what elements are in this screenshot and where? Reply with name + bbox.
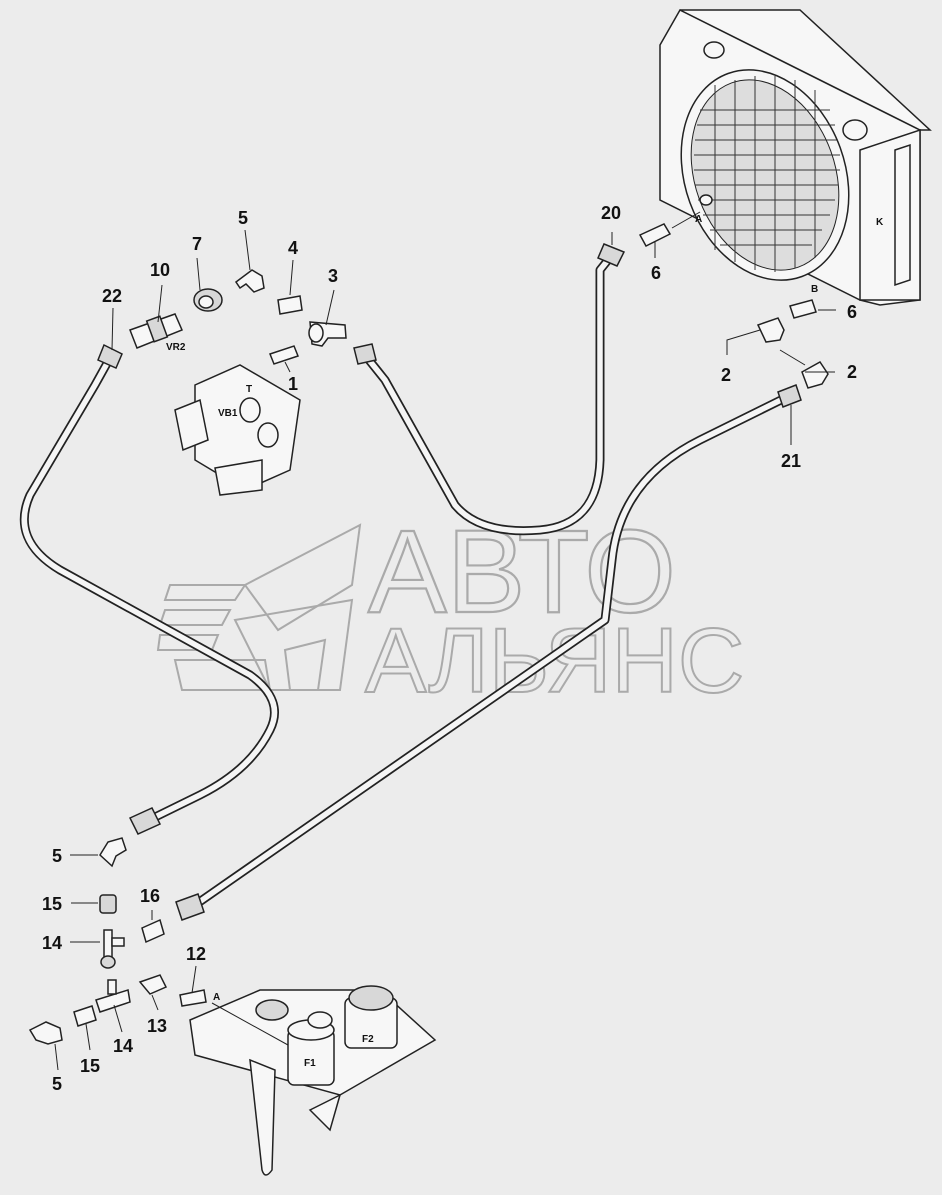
fitting-6-top [638, 223, 672, 247]
radiator-port-b-label: B [811, 284, 818, 295]
callout-5-top: 5 [238, 208, 248, 228]
callout-2-right: 2 [847, 362, 857, 382]
vb1-label: VB1 [218, 408, 238, 419]
callout-5-mid: 5 [52, 846, 62, 866]
fitting-5-bottom [28, 1021, 63, 1045]
fitting-7 [193, 288, 223, 312]
leader-lines [54, 211, 836, 1071]
radiator: K A B [659, 9, 932, 306]
callout-20: 20 [601, 203, 621, 223]
fitting-15-upper [99, 894, 117, 914]
tank-assembly: F1 F2 A [189, 985, 437, 1176]
callout-2-left: 2 [721, 365, 731, 385]
watermark-logo [156, 523, 362, 691]
hose-21 [175, 384, 802, 921]
vb1-port-t-label: T [246, 384, 252, 395]
fitting-4 [277, 295, 303, 315]
callout-15-upper: 15 [42, 894, 62, 914]
fitting-6-right [789, 299, 817, 319]
watermark-line2: АЛЬЯНС [365, 610, 744, 712]
callout-7: 7 [192, 234, 202, 254]
hose-20 [353, 243, 626, 536]
radiator-port-a-label: A [695, 214, 702, 225]
callout-22: 22 [102, 286, 122, 306]
vr2-label: VR2 [166, 342, 186, 353]
callout-4: 4 [288, 238, 298, 258]
callout-6-top: 6 [651, 263, 661, 283]
fitting-14-upper [100, 929, 125, 969]
fitting-3 [308, 321, 347, 347]
valve-block-vb1: VB1 T [174, 364, 301, 496]
callout-21: 21 [781, 451, 801, 471]
fitting-vr2: VR2 [129, 313, 186, 353]
callout-1: 1 [288, 374, 298, 394]
callouts: 20 6 7 5 4 10 3 22 6 1 2 2 21 5 15 16 14… [42, 203, 857, 1094]
fitting-12 [179, 989, 207, 1007]
tank-port-a-label: A [213, 992, 220, 1003]
hose-22 [19, 343, 279, 835]
fitting-5-top [234, 269, 265, 293]
f2-label: F2 [362, 1034, 374, 1045]
fitting-14-lower [95, 979, 131, 1013]
callout-16: 16 [140, 886, 160, 906]
callout-5-bottom: 5 [52, 1074, 62, 1094]
fitting-1 [269, 345, 299, 365]
callout-12: 12 [186, 944, 206, 964]
callout-14-upper: 14 [42, 933, 62, 953]
callout-15-lower: 15 [80, 1056, 100, 1076]
fitting-15-lower [73, 1005, 97, 1027]
fitting-5-mid [99, 837, 127, 868]
fitting-16 [141, 918, 165, 944]
callout-14-lower: 14 [113, 1036, 133, 1056]
callout-10: 10 [150, 260, 170, 280]
fitting-2-lower [801, 361, 829, 389]
callout-13: 13 [147, 1016, 167, 1036]
f1-label: F1 [304, 1058, 316, 1069]
fitting-2-upper [756, 317, 785, 343]
callout-6-right: 6 [847, 302, 857, 322]
fitting-13 [138, 974, 168, 995]
radiator-label: K [876, 217, 884, 228]
callout-3: 3 [328, 266, 338, 286]
